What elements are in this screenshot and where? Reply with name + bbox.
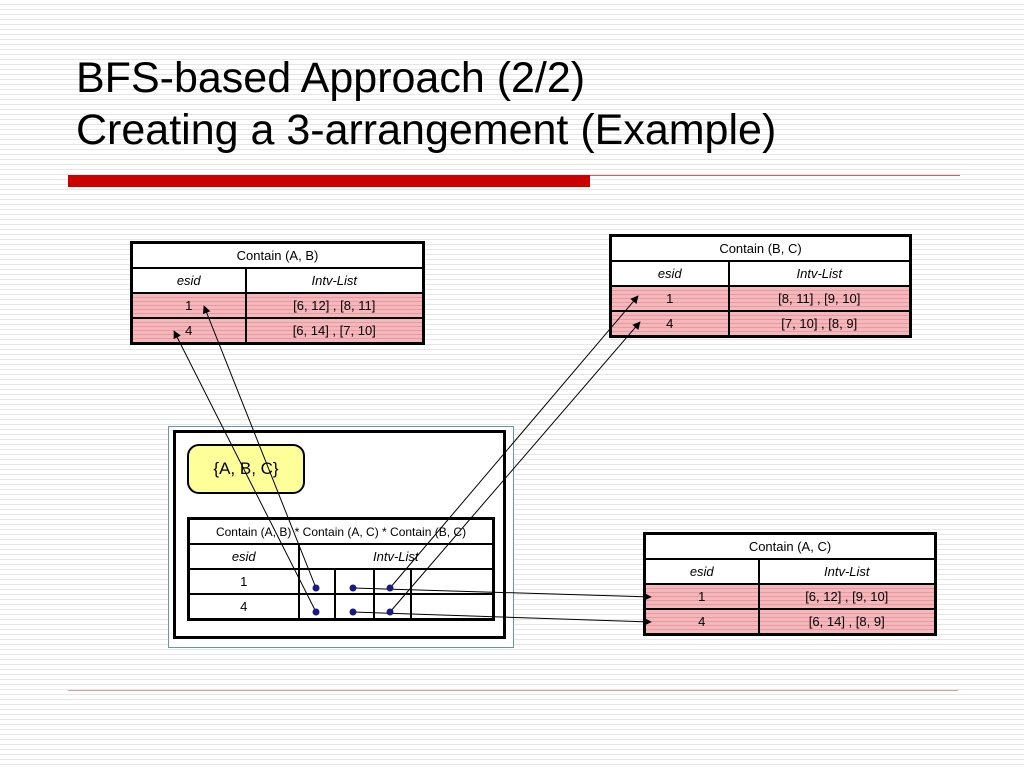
table-abc-row1-esid: 1	[187, 568, 300, 595]
pointer-cell	[372, 568, 412, 595]
table-row: 4	[187, 593, 495, 621]
table-contain-ac: Contain (A, C) esid Intv-List 1 [6, 12] …	[643, 532, 937, 636]
table-abc-title: Contain (A, B) * Contain (A, C) * Contai…	[187, 517, 495, 545]
empty-cell	[409, 568, 495, 595]
pointer-cell	[297, 593, 336, 621]
table-bc-row2-intv: [7, 10] , [8, 9]	[727, 310, 912, 338]
title-underline-thin	[590, 175, 960, 176]
table-row: 1 [8, 11] , [9, 10]	[609, 285, 912, 312]
title-line-2: Creating a 3-arrangement (Example)	[76, 106, 777, 154]
table-abc-row2-esid: 4	[187, 593, 300, 621]
table-ac-col-intv: Intv-List	[757, 558, 937, 585]
table-ac-row2-esid: 4	[643, 608, 760, 636]
table-row: 1	[187, 568, 495, 595]
table-ab-col-esid: esid	[130, 267, 247, 294]
table-arrangement-abc: Contain (A, B) * Contain (A, C) * Contai…	[187, 517, 496, 621]
table-row: 4 [6, 14] , [8, 9]	[643, 608, 937, 636]
table-abc-col-esid: esid	[187, 543, 300, 570]
table-ab-title: Contain (A, B)	[130, 241, 425, 269]
table-ac-row2-intv: [6, 14] , [8, 9]	[757, 608, 937, 636]
table-bc-row1-intv: [8, 11] , [9, 10]	[727, 285, 912, 312]
table-row: 4 [7, 10] , [8, 9]	[609, 310, 912, 338]
table-contain-ab: Contain (A, B) esid Intv-List 1 [6, 12] …	[130, 241, 425, 345]
pointer-cell	[297, 568, 336, 595]
table-row: 4 [6, 14] , [7, 10]	[130, 317, 425, 345]
table-ab-row1-esid: 1	[130, 292, 247, 319]
empty-cell	[409, 593, 495, 621]
title-line-1: BFS-based Approach (2/2)	[76, 54, 586, 102]
pointer-cell	[333, 593, 375, 621]
table-bc-col-intv: Intv-List	[727, 260, 912, 287]
table-ac-row1-esid: 1	[643, 583, 760, 610]
table-bc-row1-esid: 1	[609, 285, 730, 312]
table-ac-title: Contain (A, C)	[643, 532, 937, 560]
table-abc-col-intv: Intv-List	[297, 543, 495, 570]
table-ab-col-intv: Intv-List	[244, 267, 425, 294]
table-ab-row1-intv: [6, 12] , [8, 11]	[244, 292, 425, 319]
pointer-cell	[333, 568, 375, 595]
table-ac-col-esid: esid	[643, 558, 760, 585]
table-bc-title: Contain (B, C)	[609, 234, 912, 262]
table-ab-row2-intv: [6, 14] , [7, 10]	[244, 317, 425, 345]
arrangement-label: {A, B, C}	[187, 444, 305, 494]
footer-rule	[68, 690, 958, 691]
pointer-cell	[372, 593, 412, 621]
table-ab-row2-esid: 4	[130, 317, 247, 345]
table-contain-bc: Contain (B, C) esid Intv-List 1 [8, 11] …	[609, 234, 912, 338]
table-ac-row1-intv: [6, 12] , [9, 10]	[757, 583, 937, 610]
table-bc-row2-esid: 4	[609, 310, 730, 338]
table-row: 1 [6, 12] , [8, 11]	[130, 292, 425, 319]
slide-title: BFS-based Approach (2/2) Creating a 3-ar…	[76, 52, 776, 156]
title-underline-red	[68, 175, 590, 187]
table-bc-col-esid: esid	[609, 260, 730, 287]
table-row: 1 [6, 12] , [9, 10]	[643, 583, 937, 610]
